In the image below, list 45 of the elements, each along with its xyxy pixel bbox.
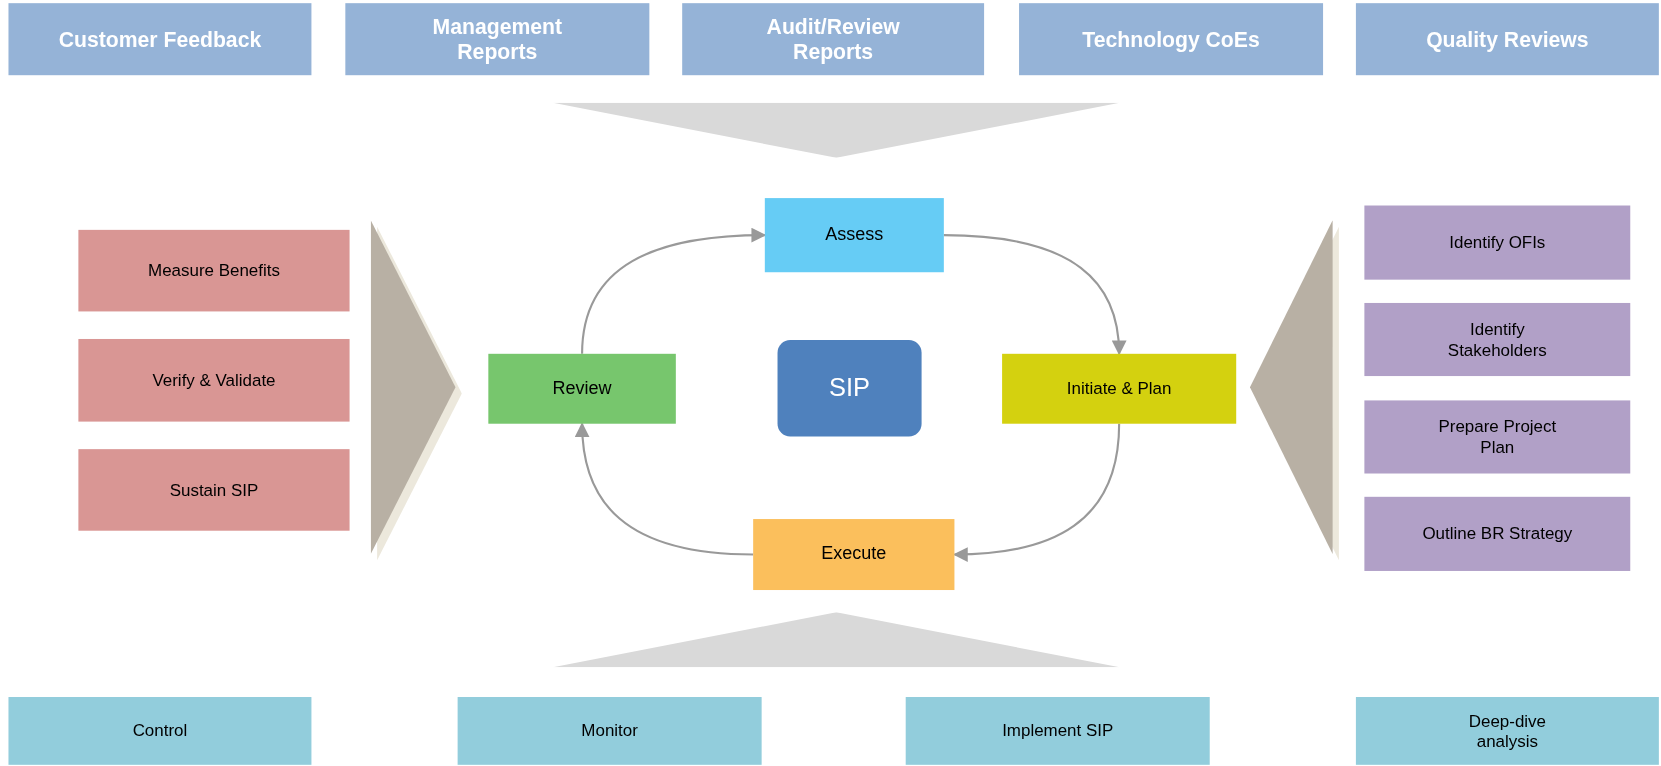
input-source-box [8,3,312,76]
box-label: Verify & Validate [152,370,276,391]
input-source-box [1355,3,1659,76]
activity-box [457,697,762,765]
activity-box [1355,697,1659,765]
box-label: Outline BR Strategy [1422,523,1573,545]
box-label: Quality Reviews [1426,26,1589,52]
box-label: Identify OFIs [1449,232,1546,253]
box-label: Technology CoEs [1082,26,1260,52]
cycle-step-box [753,519,955,591]
activity-box [78,339,350,422]
box-label: Initiate & Plan [1066,378,1172,399]
box-label: Measure Benefits [148,260,280,281]
box-label: SIP [829,372,871,404]
cycle-step-box [764,198,944,273]
arrow [575,422,754,556]
activity-box [1364,205,1631,280]
activity-box [78,229,350,312]
box-label: Prepare Project Plan [1437,416,1558,458]
cycle-step-box [1002,353,1237,424]
center-box [777,340,922,437]
box-label: Deep-dive analysis [1467,710,1547,752]
arrow [943,234,1126,356]
box-label: Customer Feedback [58,26,262,52]
box-label: Review [552,377,612,400]
box-label: Management Reports [431,13,564,65]
box-label: Implement SIP [1002,720,1114,742]
cycle-step-box [488,353,676,424]
input-source-box [345,3,650,76]
input-source-box [1019,3,1324,76]
box-label: Assess [825,224,884,246]
activity-box [905,697,1210,765]
box-label: Identify Stakeholders [1446,319,1548,360]
funnel-triangle [370,220,462,561]
activity-box [1364,400,1631,474]
activity-box [8,697,312,765]
box-label: Control [132,720,188,742]
activity-box [1364,302,1631,377]
activity-box [1364,496,1631,571]
box-label: Execute [821,543,887,566]
input-source-box [682,3,985,76]
box-label: Monitor [581,720,638,742]
activity-box [78,449,350,531]
box-label: Sustain SIP [169,479,259,501]
box-label: Audit/Review Reports [765,13,901,65]
